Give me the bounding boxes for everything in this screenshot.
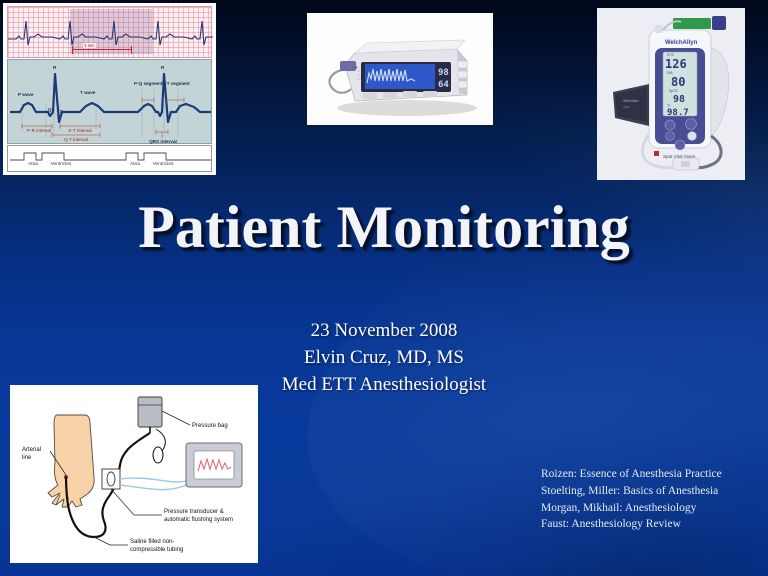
ecg-waveform-diagram: 1 sec bbox=[3, 3, 216, 175]
svg-text:Pressure bag: Pressure bag bbox=[192, 423, 228, 429]
svg-text:98.7: 98.7 bbox=[667, 108, 689, 118]
ecg-label-qt-interval: Q-T interval bbox=[64, 137, 88, 142]
svg-text:°F: °F bbox=[667, 104, 670, 108]
svg-text:80: 80 bbox=[671, 75, 685, 89]
reference-item: Morgan, Mikhail: Anesthesiology bbox=[541, 501, 697, 514]
reference-item: Roizen: Essence of Anesthesia Practice bbox=[541, 468, 722, 480]
subtitle-line-author: Elvin Cruz, MD, MS bbox=[304, 346, 464, 368]
ecg-label-st-segment: S-T segment bbox=[162, 81, 190, 86]
ecg-label-atria-1: Atria bbox=[28, 162, 38, 167]
ecg-rhythm-strip: 1 sec bbox=[7, 6, 213, 58]
page-title: Patient Monitoring bbox=[138, 194, 630, 260]
svg-text:126: 126 bbox=[665, 57, 687, 71]
ecg-label-r-peak-2: R bbox=[161, 65, 165, 70]
reference-item: Faust: Anesthesiology Review bbox=[541, 518, 681, 531]
ecg-label-q: Q bbox=[48, 107, 52, 112]
ecg-label-ventricles-1: Ventricles bbox=[50, 162, 72, 167]
ecg-label-t-wave: T wave bbox=[80, 90, 96, 95]
svg-text:98: 98 bbox=[438, 68, 449, 78]
ecg-label-pq-segment: P-Q segment bbox=[134, 81, 163, 86]
arterial-line-setup-diagram: Arterial line Pressure bag bbox=[10, 385, 258, 563]
svg-text:Pressure transducer &: Pressure transducer & bbox=[164, 509, 224, 515]
svg-text:SpO2: SpO2 bbox=[669, 89, 678, 93]
reference-list: Roizen: Essence of Anesthesia Practice S… bbox=[541, 466, 768, 533]
svg-text:Arterial: Arterial bbox=[22, 447, 41, 453]
ecg-label-atria-2: Atria bbox=[130, 162, 140, 167]
slide-subtitle: 23 November 2008 Elvin Cruz, MD, MS Med … bbox=[0, 318, 768, 399]
ecg-label-qrs-interval: QRS interval bbox=[149, 139, 177, 144]
subtitle-line-role: Med ETT Anesthesiologist bbox=[281, 373, 487, 395]
svg-text:line: line bbox=[22, 455, 32, 461]
welch-allyn-spot-vital-signs-monitor: WelchAllyn SYS 126 DIA 80 SpO2 98 °F 98.… bbox=[597, 8, 745, 180]
svg-text:compressible tubing: compressible tubing bbox=[130, 547, 183, 553]
svg-text:Spot Vital Signs: Spot Vital Signs bbox=[663, 154, 696, 159]
svg-text:Saline filled non-: Saline filled non- bbox=[130, 539, 174, 545]
svg-text:DIA: DIA bbox=[667, 71, 673, 75]
ecg-label-ventricles-2: Ventricles bbox=[152, 162, 174, 167]
ecg-label-pr-interval: P-R interval bbox=[27, 128, 51, 133]
svg-text:Adult: Adult bbox=[623, 105, 630, 109]
ecg-detail-panel: P wave T wave R R Q S P-R interval S-T i… bbox=[7, 59, 212, 144]
ecg-label-st-interval: S-T interval bbox=[68, 128, 92, 133]
ecg-label-s: S bbox=[60, 109, 64, 114]
svg-text:64: 64 bbox=[438, 80, 449, 90]
ecg-label-r-peak: R bbox=[53, 65, 57, 70]
svg-text:automatic flushing system: automatic flushing system bbox=[164, 517, 233, 523]
ecg-contraction-timeline: Atria Ventricles Atria Ventricles bbox=[7, 145, 212, 172]
ecg-label-p-wave: P wave bbox=[18, 92, 34, 97]
pulse-oximeter-monitor: 98 64 bbox=[307, 13, 493, 125]
svg-text:98: 98 bbox=[673, 94, 685, 105]
subtitle-line-date: 23 November 2008 bbox=[310, 320, 458, 341]
ecg-one-second-bar bbox=[72, 46, 132, 54]
svg-text:WelchAllyn: WelchAllyn bbox=[623, 99, 639, 103]
ecg-one-second-label: 1 sec bbox=[83, 43, 96, 48]
svg-text:SYS: SYS bbox=[667, 53, 675, 57]
svg-text:WelchAllyn: WelchAllyn bbox=[665, 40, 698, 46]
reference-item: Stoelting, Miller: Basics of Anesthesia bbox=[541, 484, 719, 497]
